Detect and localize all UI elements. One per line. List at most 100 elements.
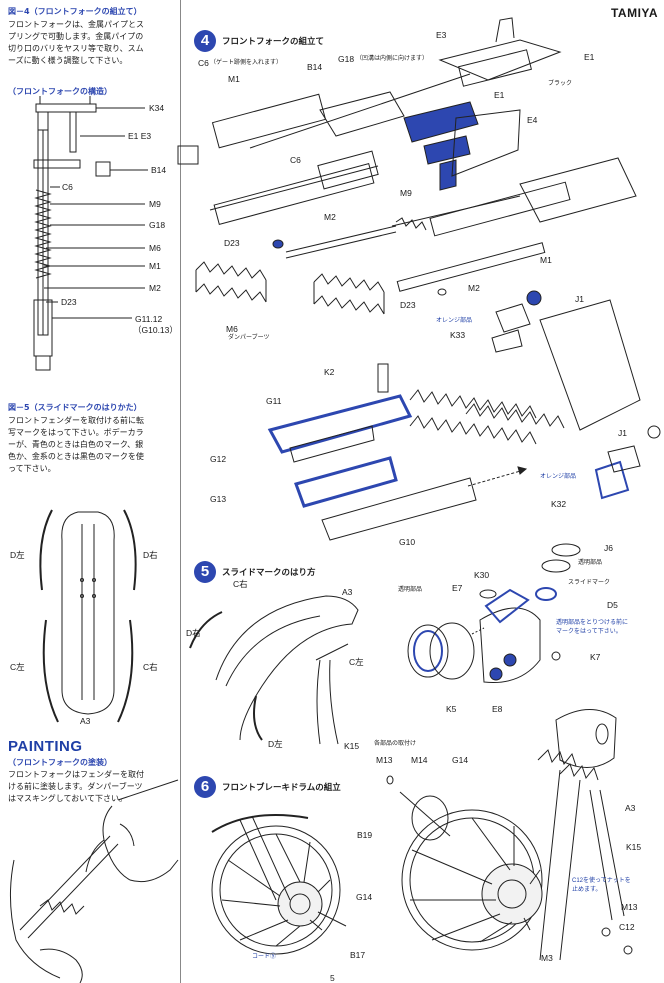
step-4-label-e1-mid: E1 bbox=[494, 90, 505, 100]
step-4-label-c6-lower: C6 bbox=[290, 155, 301, 165]
structure-label-m6: M6 bbox=[149, 243, 161, 253]
step-6-label-b17: B17 bbox=[350, 950, 366, 960]
step-4-label-b14: B14 bbox=[307, 62, 323, 72]
structure-label-m2: M2 bbox=[149, 283, 161, 293]
step-4-label-c6-note: （ゲート跡側を入れます） bbox=[210, 60, 283, 66]
step-6-label-a3: A3 bbox=[625, 803, 636, 813]
step-5-label-d-right: D右 bbox=[186, 628, 201, 638]
step-5-label-e7: E7 bbox=[452, 583, 463, 593]
fender-label-c-left: C左 bbox=[10, 662, 25, 672]
fig5-text-line-3: ーが、青色のときは白色のマーク、銀 bbox=[8, 440, 144, 449]
fig5-text-line-1: フロントフェンダーを取付ける前に転 bbox=[8, 416, 144, 425]
fender-label-c-right: C右 bbox=[143, 662, 158, 672]
step-4-label-orange-upper: オレンジ部品 bbox=[436, 318, 473, 324]
step-4-label-g13: G13 bbox=[210, 494, 227, 504]
step-4-number: 4 bbox=[194, 30, 216, 52]
step-4-label-g11: G11 bbox=[266, 396, 282, 406]
step-4-label-d23-left: D23 bbox=[224, 238, 240, 248]
step-4-label-k32: K32 bbox=[551, 499, 567, 509]
step-5-label-slide-mark: スライドマーク bbox=[568, 580, 611, 586]
step-6-label-code: コード⑤ bbox=[252, 954, 277, 960]
step-6-label-m14: M14 bbox=[411, 755, 428, 765]
step-6-label-m3: M3 bbox=[541, 953, 553, 963]
fig4-title: 図－4（フロントフォークの組立て） bbox=[8, 7, 142, 16]
painting-text-line-3: はマスキングしておいて下さい。 bbox=[8, 794, 128, 803]
step-6-number: 6 bbox=[194, 776, 216, 798]
painting-subtitle: （フロントフォークの塗装） bbox=[8, 758, 112, 767]
structure-label-c6: C6 bbox=[62, 182, 73, 192]
structure-label-b14: B14 bbox=[151, 165, 167, 175]
step-6-label-k15: K15 bbox=[626, 842, 642, 852]
step-4-label-m2-lower: M2 bbox=[468, 283, 480, 293]
fig4-text-line-1: フロントフォークは、金属パイプとス bbox=[8, 20, 144, 29]
step-5-note-line-1: 透明部品をとりつける前に bbox=[556, 620, 629, 626]
step-4-label-g18-note: （凹溝は内側に向けます） bbox=[356, 56, 429, 62]
step-4-label-j1-lower: J1 bbox=[618, 428, 627, 438]
column-divider bbox=[180, 0, 181, 983]
fig4-text-line-3: 切り口のバリをヤスリ等で取り、スム bbox=[8, 44, 144, 53]
painting-text-line-2: ける前に塗装します。ダンパーブーツ bbox=[8, 782, 143, 791]
step-4-label-j1-top: J1 bbox=[575, 294, 584, 304]
structure-label-d23: D23 bbox=[61, 297, 77, 307]
fig5-text-line-4: 色か、金系のときは黒色のマークを使 bbox=[8, 452, 144, 461]
page-number: 5 bbox=[330, 973, 335, 983]
structure-label-m9: M9 bbox=[149, 199, 161, 209]
step-4-label-k33: K33 bbox=[450, 330, 466, 340]
structure-label-g11-12: G11.12 bbox=[135, 314, 163, 324]
step-4-label-m6-note: ダンパーブーツ bbox=[228, 335, 270, 341]
step-4-label-m6: M6 bbox=[226, 324, 238, 334]
step-4-label-g10: G10 bbox=[399, 537, 416, 547]
structure-label-g10-13: （G10.13） bbox=[133, 325, 178, 335]
structure-label-k34: K34 bbox=[149, 103, 165, 113]
structure-label-e1e3: E1 E3 bbox=[128, 131, 152, 141]
painting-text-line-1: フロントフォークはフェンダーを取付 bbox=[8, 770, 144, 779]
step-5-label-clear-parts-left: 透明部品 bbox=[398, 587, 423, 593]
step-4-label-m2-upper: M2 bbox=[324, 212, 336, 222]
fender-label-d-right: D右 bbox=[143, 550, 158, 560]
step-4-label-d23-right: D23 bbox=[400, 300, 416, 310]
brand-logo: TAMIYA bbox=[610, 6, 658, 20]
step-5-label-k30: K30 bbox=[474, 570, 490, 580]
painting-title: PAINTING bbox=[8, 738, 83, 755]
step-5-label-c-left: C左 bbox=[349, 657, 364, 667]
step-5-label-k7: K7 bbox=[590, 652, 601, 662]
step-5-label-d-left: D左 bbox=[268, 739, 283, 749]
step-4-label-g18: G18 bbox=[338, 54, 355, 64]
step-5-title: スライドマークのはり方 bbox=[222, 568, 316, 578]
step-5-label-c-right: C右 bbox=[233, 579, 248, 589]
step-5-label-e8: E8 bbox=[492, 704, 503, 714]
step-6-label-m13-top: M13 bbox=[376, 755, 393, 765]
structure-label-m1: M1 bbox=[149, 261, 161, 271]
step-4-label-m9: M9 bbox=[400, 188, 412, 198]
step-5-label-k5: K5 bbox=[446, 704, 457, 714]
fender-label-d-left: D左 bbox=[10, 550, 25, 560]
structure-title: （フロントフォークの構造） bbox=[8, 87, 112, 96]
step-5-label-d5: D5 bbox=[607, 600, 618, 610]
structure-label-g18: G18 bbox=[149, 220, 166, 230]
step-5-note-line-2: マークをはって下さい。 bbox=[556, 629, 622, 635]
step-5-label-clear-parts-top: 透明部品 bbox=[578, 560, 603, 566]
step-6-title: フロントブレーキドラムの組立 bbox=[222, 783, 341, 793]
step-4-label-m1-lower: M1 bbox=[540, 255, 552, 265]
fig4-text-line-2: プリングで可動します。金属パイプの bbox=[8, 32, 144, 41]
step-4-label-orange-lower: オレンジ部品 bbox=[540, 474, 577, 480]
fig5-title: 図－5（スライドマークのはりかた） bbox=[8, 403, 142, 412]
step-6-label-c12: C12 bbox=[619, 922, 635, 932]
step-5-label-j6: J6 bbox=[604, 543, 613, 553]
step-4-label-e3: E3 bbox=[436, 30, 447, 40]
step-6-note-line-2: 止めます。 bbox=[572, 887, 602, 893]
step-4-label-g12: G12 bbox=[210, 454, 227, 464]
step-6-label-b19: B19 bbox=[357, 830, 373, 840]
fig5-text-line-5: って下さい。 bbox=[8, 464, 56, 473]
step-6-label-g14-top: G14 bbox=[452, 755, 469, 765]
step-4-label-black: ブラック bbox=[548, 81, 573, 87]
step-5-label-a3: A3 bbox=[342, 587, 353, 597]
fig4-text-line-4: ーズに動く様う調整して下さい。 bbox=[8, 56, 128, 65]
fender-label-a3: A3 bbox=[80, 716, 91, 726]
step-4-label-c6-top: C6 bbox=[198, 58, 209, 68]
